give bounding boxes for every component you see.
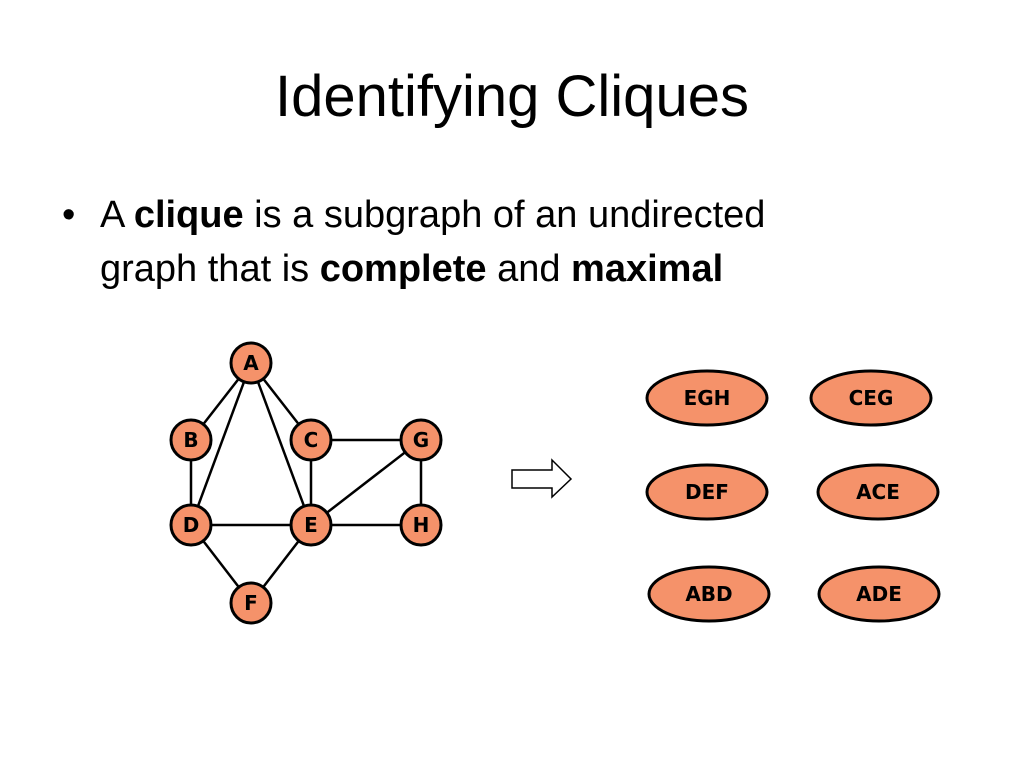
node-circle bbox=[289, 503, 333, 547]
clique-label: ACE bbox=[856, 480, 900, 504]
node-circle bbox=[169, 503, 213, 547]
clique-ellipse bbox=[809, 369, 933, 427]
clique-egh: EGH bbox=[645, 369, 769, 427]
node-circle bbox=[229, 581, 273, 625]
clique-def: DEF bbox=[645, 463, 769, 521]
edge-e-g bbox=[310, 439, 422, 526]
slide-title: Identifying Cliques bbox=[275, 64, 749, 129]
node-a: A bbox=[229, 341, 273, 385]
node-g: G bbox=[399, 418, 443, 462]
graph-nodes: A B C D E F G H bbox=[169, 341, 443, 625]
node-label: E bbox=[304, 513, 318, 537]
node-label: A bbox=[243, 351, 259, 375]
clique-label: CEG bbox=[849, 386, 894, 410]
clique-label: DEF bbox=[685, 480, 729, 504]
edge-a-d bbox=[189, 362, 253, 526]
node-label: G bbox=[413, 428, 429, 452]
clique-list: EGH CEG DEF ACE ABD ADE bbox=[645, 369, 941, 623]
node-circle bbox=[399, 503, 443, 547]
bullet-text-part: A bbox=[100, 194, 134, 236]
term-clique: clique bbox=[133, 194, 244, 236]
bullet-text: A clique is a subgraph of an undirected … bbox=[100, 188, 942, 296]
bullet-text-part: and bbox=[486, 248, 572, 290]
node-label: H bbox=[413, 513, 430, 537]
term-maximal: maximal bbox=[571, 248, 724, 290]
node-label: C bbox=[304, 428, 319, 452]
clique-label: ABD bbox=[685, 582, 732, 606]
node-f: F bbox=[229, 581, 273, 625]
arrow-right-icon bbox=[511, 458, 573, 499]
node-circle bbox=[229, 341, 273, 385]
clique-ade: ADE bbox=[817, 565, 941, 623]
clique-ace: ACE bbox=[816, 463, 940, 521]
term-complete: complete bbox=[319, 248, 487, 290]
clique-ellipse bbox=[816, 463, 940, 521]
clique-ellipse bbox=[647, 565, 771, 623]
node-b: B bbox=[169, 418, 213, 462]
node-label: F bbox=[244, 591, 258, 615]
node-label: B bbox=[183, 428, 198, 452]
node-d: D bbox=[169, 503, 213, 547]
node-c: C bbox=[289, 418, 333, 462]
node-label: D bbox=[183, 513, 200, 537]
clique-ellipse bbox=[817, 565, 941, 623]
clique-ellipse bbox=[645, 463, 769, 521]
clique-abd: ABD bbox=[647, 565, 771, 623]
bullet-text-part: graph that is bbox=[100, 248, 320, 290]
clique-ceg: CEG bbox=[809, 369, 933, 427]
bullet-marker: • bbox=[62, 194, 76, 236]
node-e: E bbox=[289, 503, 333, 547]
node-h: H bbox=[399, 503, 443, 547]
graph-edges bbox=[189, 362, 423, 604]
node-circle bbox=[289, 418, 333, 462]
bullet-point: • A clique is a subgraph of an undirecte… bbox=[62, 188, 942, 296]
edge-a-e bbox=[249, 362, 313, 526]
clique-ellipse bbox=[645, 369, 769, 427]
bullet-text-part: is a subgraph of an undirected bbox=[243, 194, 766, 236]
node-circle bbox=[169, 418, 213, 462]
node-circle bbox=[399, 418, 443, 462]
clique-label: ADE bbox=[856, 582, 902, 606]
clique-label: EGH bbox=[684, 386, 731, 410]
